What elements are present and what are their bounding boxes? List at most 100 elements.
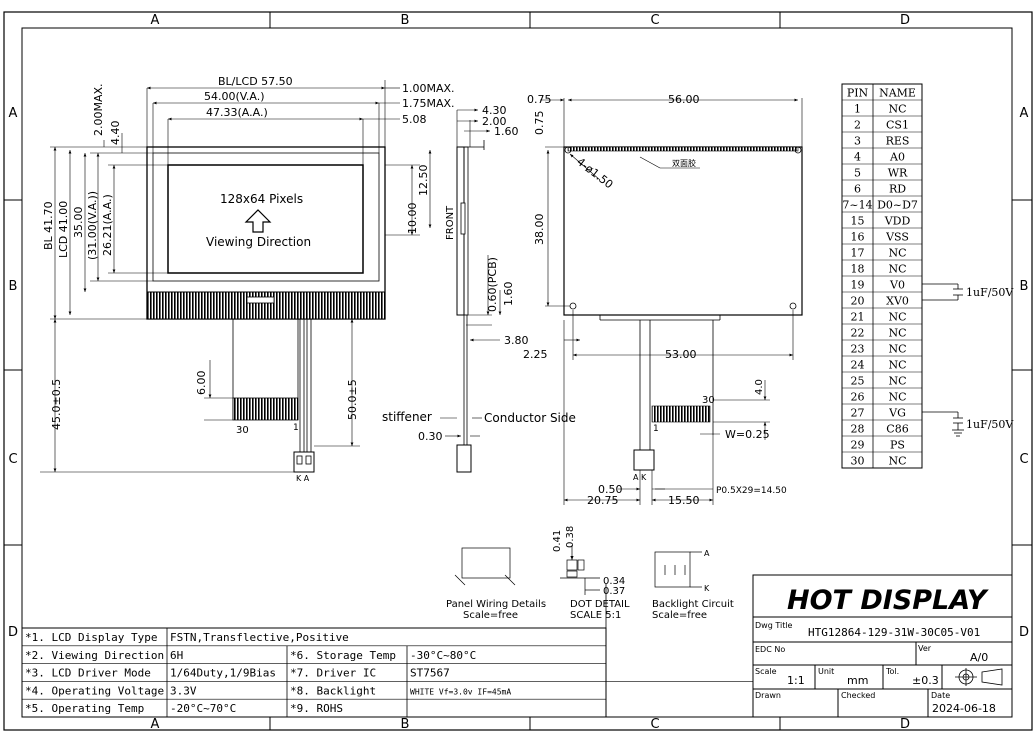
capacitor-circuits xyxy=(922,283,964,437)
active-area xyxy=(167,164,364,274)
pin-name: V0 xyxy=(889,279,905,292)
pin-number: 1 xyxy=(854,103,861,116)
tol-value: ±0.3 xyxy=(912,674,939,687)
side-connector xyxy=(456,444,472,473)
dim-508: 5.08 xyxy=(402,113,427,126)
spec-l1: *1. LCD Display Type xyxy=(25,631,157,644)
dim-50: 50.0±5 xyxy=(346,379,359,420)
dim-050: 0.50 xyxy=(598,483,623,496)
row-label-left-c: C xyxy=(8,452,17,467)
panel-wiring-sketch xyxy=(461,547,511,579)
pin-number: 3 xyxy=(854,135,861,148)
spec-l2: *6. Storage Temp xyxy=(290,649,396,662)
pin-number: 27 xyxy=(851,407,865,420)
dim-aa-height: 26.21(A.A.) xyxy=(101,194,114,256)
pin-number: 7~14 xyxy=(842,199,872,212)
dim-aa-width: 47.33(A.A.) xyxy=(206,106,268,119)
conductor-side-label: Conductor Side xyxy=(484,411,576,425)
pin-name: XV0 xyxy=(886,295,909,308)
spec-v1: FSTN,Transflective,Positive xyxy=(170,631,349,644)
dim-440: 4.40 xyxy=(109,121,122,146)
pin-number: 29 xyxy=(851,439,865,452)
pin-number: 22 xyxy=(851,327,865,340)
spec-l1: *4. Operating Voltage xyxy=(25,684,164,697)
dim-va-width: 54.00(V.A.) xyxy=(204,90,265,103)
spec-table: *1. LCD Display Type FSTN,Transflective,P… xyxy=(21,584,753,718)
pin-name: NC xyxy=(888,343,906,356)
col-label-top-a: A xyxy=(151,13,160,28)
dim-200: 2.00 xyxy=(482,115,507,128)
pin-name: NC xyxy=(888,327,906,340)
dim-160-top: 1.60 xyxy=(494,125,519,138)
col-label-top-b: B xyxy=(401,13,410,28)
stiffener-label: stiffener xyxy=(382,410,432,424)
pin-name: VG xyxy=(888,407,906,420)
detail-drawings xyxy=(454,545,702,595)
dim-bl-lcd-width: BL/LCD 57.50 xyxy=(218,75,293,88)
mount-hole-br xyxy=(789,302,797,310)
dim-160-bottom: 1.60 xyxy=(502,282,515,307)
backlight-connector xyxy=(293,451,315,473)
back-pin-1: 1 xyxy=(653,424,659,434)
dwg-title: HTG12864-129-31W-30C05-V01 xyxy=(808,626,980,639)
dim-030: 0.30 xyxy=(418,430,443,443)
back-connector xyxy=(633,449,655,471)
panel-wiring-title: Panel Wiring Details xyxy=(446,599,546,610)
brand-logo: HOT DISPLAY xyxy=(787,585,989,616)
pin-name: CS1 xyxy=(886,119,909,132)
spec-v1: 6H xyxy=(170,649,183,662)
dim-075-h: 0.75 xyxy=(527,93,552,106)
row-label-right-b: B xyxy=(1020,279,1029,294)
col-label-bottom-a: A xyxy=(151,717,160,732)
projection-symbol xyxy=(955,668,1003,686)
dim-175-max: 1.75MAX. xyxy=(402,97,455,110)
dim-bl-height: BL 41.70 xyxy=(42,201,55,250)
dim-380: 3.80 xyxy=(504,334,529,347)
dim-6: 6.00 xyxy=(195,371,208,396)
hole-callout: 4-ø1.50 xyxy=(574,155,615,191)
dim-40: 4.0 xyxy=(754,379,765,395)
dim-45: 45.0±0.5 xyxy=(50,379,63,430)
row-label-right-c: C xyxy=(1019,452,1028,467)
connector-ka: K A xyxy=(296,474,310,483)
spec-l1: *3. LCD Driver Mode xyxy=(25,667,151,680)
dot-detail-title: DOT DETAIL xyxy=(570,599,630,610)
fpc-pin-1: 1 xyxy=(293,423,299,433)
row-label-right-a: A xyxy=(1020,106,1029,121)
dim-38: 38.00 xyxy=(533,214,546,246)
spec-v2: ST7567 xyxy=(410,667,450,680)
front-view xyxy=(40,80,432,473)
pin-name: D0~D7 xyxy=(877,199,918,212)
pin-number: 17 xyxy=(851,247,865,260)
pin-number: 25 xyxy=(851,375,865,388)
spec-l2: *9. ROHS xyxy=(290,702,343,715)
pin-number: 30 xyxy=(851,455,865,468)
connector-ak: A K xyxy=(633,473,647,482)
row-label-left-b: B xyxy=(9,279,18,294)
spec-l2: *8. Backlight xyxy=(290,684,376,697)
checked-label: Checked xyxy=(841,691,875,700)
pin-name: NC xyxy=(888,263,906,276)
viewing-area xyxy=(152,152,380,282)
pin-name: NC xyxy=(888,311,906,324)
viewing-direction-label: Viewing Direction xyxy=(206,235,311,249)
spec-v1: 3.3V xyxy=(170,684,197,697)
mount-hole-bl xyxy=(569,302,577,310)
drawing-frame xyxy=(3,11,1033,731)
dot-038: 0.38 xyxy=(565,526,576,548)
fpc-contacts xyxy=(232,397,299,421)
unit-label: Unit xyxy=(818,667,834,676)
dim-53: 53.00 xyxy=(665,348,697,361)
dot-041: 0.41 xyxy=(552,530,563,552)
mount-hole-tl xyxy=(564,146,572,154)
pin-name: NC xyxy=(888,359,906,372)
spec-l1: *5. Operating Temp xyxy=(25,702,144,715)
backlight-circuit-title: Backlight Circuit xyxy=(652,599,734,610)
pin-name: NC xyxy=(888,375,906,388)
viewing-arrow xyxy=(244,209,272,233)
spec-table-border xyxy=(21,627,607,718)
dim-pitch: P0.5X29=14.50 xyxy=(716,486,787,496)
pin-number: 20 xyxy=(851,295,865,308)
dim-1250: 12.50 xyxy=(417,165,430,197)
